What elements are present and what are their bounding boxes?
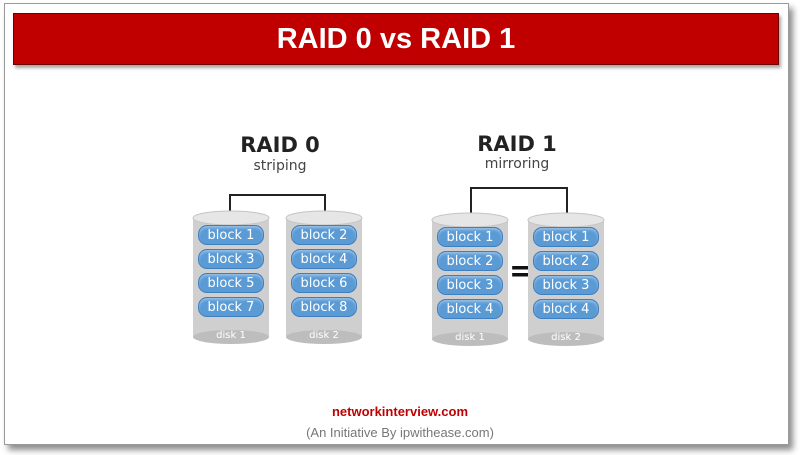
disk-block: block 4	[291, 249, 357, 269]
raid0-disk-2: block 2 block 4 block 6 block 8 disk 2	[285, 210, 363, 345]
disk-label: disk 1	[216, 330, 246, 341]
raid0-disk-1: block 1 block 3 block 5 block 7 disk 1	[192, 210, 270, 345]
raid1-subtitle: mirroring	[484, 156, 550, 172]
footer-site: networkinterview.com	[331, 404, 469, 419]
disk-block: block 4	[437, 299, 503, 319]
page-title: RAID 0 vs RAID 1	[276, 22, 516, 55]
disk-block: block 2	[533, 251, 599, 271]
disk-label: disk 2	[309, 330, 339, 341]
disk-block: block 5	[198, 273, 264, 293]
disk-block: block 1	[533, 227, 599, 247]
raid0-title: RAID 0	[240, 133, 320, 157]
footer-tagline: (An Initiative By ipwithease.com)	[306, 425, 494, 440]
disk-label: disk 1	[455, 332, 485, 343]
disk-block: block 1	[198, 225, 264, 245]
disk-block: block 3	[198, 249, 264, 269]
raid1-disk-1: block 1 block 2 block 3 block 4 disk 1	[431, 212, 509, 347]
raid0-subtitle: striping	[253, 158, 307, 174]
disk-block: block 2	[437, 251, 503, 271]
disk-block: block 7	[198, 297, 264, 317]
disk-block: block 3	[533, 275, 599, 295]
disk-block: block 4	[533, 299, 599, 319]
raid0-connector	[229, 194, 326, 218]
slide-frame	[4, 3, 789, 445]
disk-block: block 8	[291, 297, 357, 317]
disk-block: block 6	[291, 273, 357, 293]
raid1-connector	[470, 187, 568, 220]
disk-label: disk 2	[551, 332, 581, 343]
disk-block: block 3	[437, 275, 503, 295]
title-banner: RAID 0 vs RAID 1	[13, 13, 779, 65]
raid1-title: RAID 1	[477, 132, 557, 156]
disk-block: block 1	[437, 227, 503, 247]
disk-block: block 2	[291, 225, 357, 245]
raid1-disk-2: block 1 block 2 block 3 block 4 disk 2	[527, 212, 605, 347]
